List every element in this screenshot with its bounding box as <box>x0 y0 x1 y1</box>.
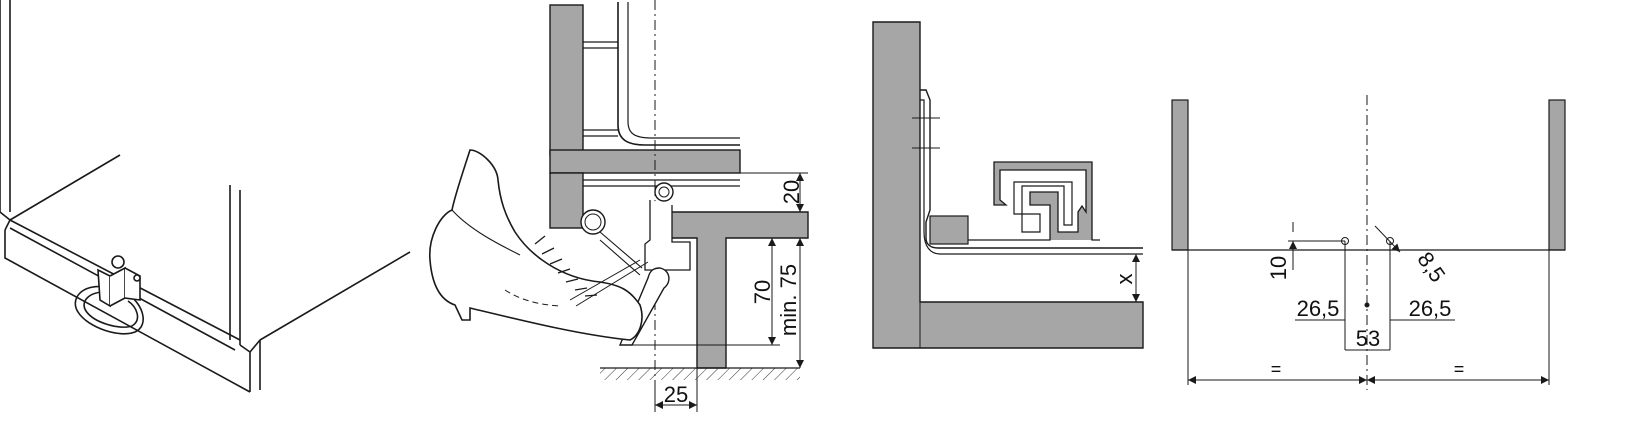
dim-8-5-label: 8,5 <box>1412 247 1450 286</box>
dim-26-5-right-label: 26,5 <box>1409 296 1452 321</box>
shoe-laces <box>534 235 598 297</box>
left-side-panel <box>1171 99 1189 251</box>
pedal-loop <box>74 285 144 335</box>
panel-drilling-diagram: 10 8,5 26,5 26,5 53 = = <box>1171 95 1566 390</box>
dim-min75-label: min. 75 <box>776 264 801 336</box>
dim-70-label: 70 <box>750 280 775 304</box>
dim-25-label: 25 <box>664 382 688 407</box>
pedal-mechanism <box>97 268 111 308</box>
bin-outline <box>617 2 740 146</box>
dim-equal-left: = <box>1271 359 1282 379</box>
panel-cabinet-isometric <box>0 0 411 393</box>
dim-equal-right: = <box>1454 359 1465 379</box>
panel-rail-profile: x <box>872 21 1144 349</box>
cabinet-back-edge <box>9 154 121 221</box>
dim-26-5-left-label: 26,5 <box>1297 296 1340 321</box>
cabinet-bottom-panel <box>549 149 741 174</box>
panel-pedal-section: 20 70 min. 75 25 <box>429 0 809 412</box>
pedal-dimension-lines <box>620 172 808 412</box>
dim-x-label: x <box>1112 274 1137 285</box>
cabinet-side-panel <box>549 4 584 156</box>
dim-53-label: 53 <box>1356 326 1380 351</box>
pedal-bracket <box>644 200 691 271</box>
dim-10-label: 10 <box>1266 256 1291 280</box>
cabinet-side-edge <box>259 251 411 341</box>
floor-hatch <box>600 368 800 380</box>
right-side-panel <box>1548 99 1566 251</box>
plinth-front <box>4 230 251 393</box>
cabinet-corner-section <box>872 21 1144 349</box>
drilling-dimension-lines <box>1187 222 1550 385</box>
shoe-outline <box>429 149 643 341</box>
rail-profile <box>968 161 1100 241</box>
cabinet-left-wall <box>0 0 11 221</box>
mounting-bracket <box>920 89 1143 249</box>
dim-20-label: 20 <box>779 180 804 204</box>
rail-block <box>929 215 969 245</box>
